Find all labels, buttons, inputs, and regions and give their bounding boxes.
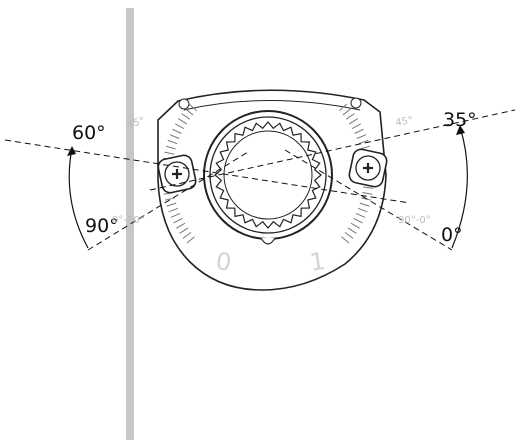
dashed-line-90 (87, 151, 249, 251)
label-90-degrees: 90° (85, 215, 119, 237)
right-screw (348, 148, 388, 188)
housing-top-rim (183, 100, 361, 111)
scale-tick (354, 128, 364, 134)
angle-reference-lines (4, 109, 516, 251)
scale-tick (350, 222, 360, 229)
scale-tick (349, 118, 358, 125)
dial-bottom-notch (260, 237, 276, 245)
scale-tick (353, 217, 363, 224)
scale-tick (344, 231, 354, 239)
position-label-1: 1 (308, 247, 327, 277)
scale-tick (345, 113, 355, 120)
right-angle-arc (451, 126, 468, 249)
scale-tick (170, 212, 181, 218)
dashed-line-0 (284, 149, 453, 251)
scale-tick (363, 186, 374, 189)
housing-tab-right (350, 97, 362, 109)
scale-tick (186, 236, 195, 244)
scale-tick (184, 108, 194, 116)
left-angle-arc (68, 147, 89, 249)
scale-tick (167, 139, 178, 145)
scale-tick (179, 227, 189, 234)
scale-tick (173, 217, 183, 224)
scale-tick (174, 123, 185, 130)
position-label-0: 0 (214, 247, 233, 277)
scale-tick (357, 207, 368, 213)
scale-tick (164, 197, 175, 201)
scale-tick (181, 113, 191, 120)
scale-tick (359, 202, 370, 207)
scale-tick (355, 212, 366, 218)
scale-tick (165, 145, 176, 150)
label-35-degrees: 35° (443, 109, 477, 131)
label-0-degrees: 0° (441, 224, 463, 246)
scale-tick (362, 192, 373, 195)
scale-tick (358, 139, 369, 145)
scale-tick (351, 123, 362, 130)
scale-tick (166, 202, 177, 207)
scale-tick (188, 103, 198, 112)
label-60-degrees: 60° (72, 122, 106, 144)
dashed-line-35 (149, 109, 516, 191)
right-angle-arrow (456, 125, 465, 135)
scale-tick (360, 145, 371, 150)
scale-tick (182, 231, 192, 239)
wall-post (126, 8, 134, 440)
scale-tick (342, 108, 352, 116)
scale-tick (356, 134, 367, 139)
right-scale-label-45: 45° (395, 115, 414, 129)
scale-tick (347, 227, 357, 234)
left-angle-arrow (67, 146, 76, 156)
scale-tick (338, 103, 348, 112)
dashed-line-60 (4, 139, 411, 204)
scale-tick (341, 236, 350, 244)
scale-tick (168, 207, 179, 213)
left-screw (157, 154, 197, 194)
housing-tab-left (178, 98, 190, 110)
scale-tick (169, 134, 180, 139)
scale-tick (172, 128, 182, 134)
scale-tick (176, 222, 186, 229)
scale-tick (178, 118, 187, 125)
right-scale-label-90-0: 90°-0° (398, 215, 431, 226)
left-scale-label-45: 45° (126, 116, 146, 131)
left-scale-label-0-90: 0°-90° (112, 215, 145, 226)
dial-center-opening (223, 130, 313, 220)
scale-tick (164, 151, 175, 155)
